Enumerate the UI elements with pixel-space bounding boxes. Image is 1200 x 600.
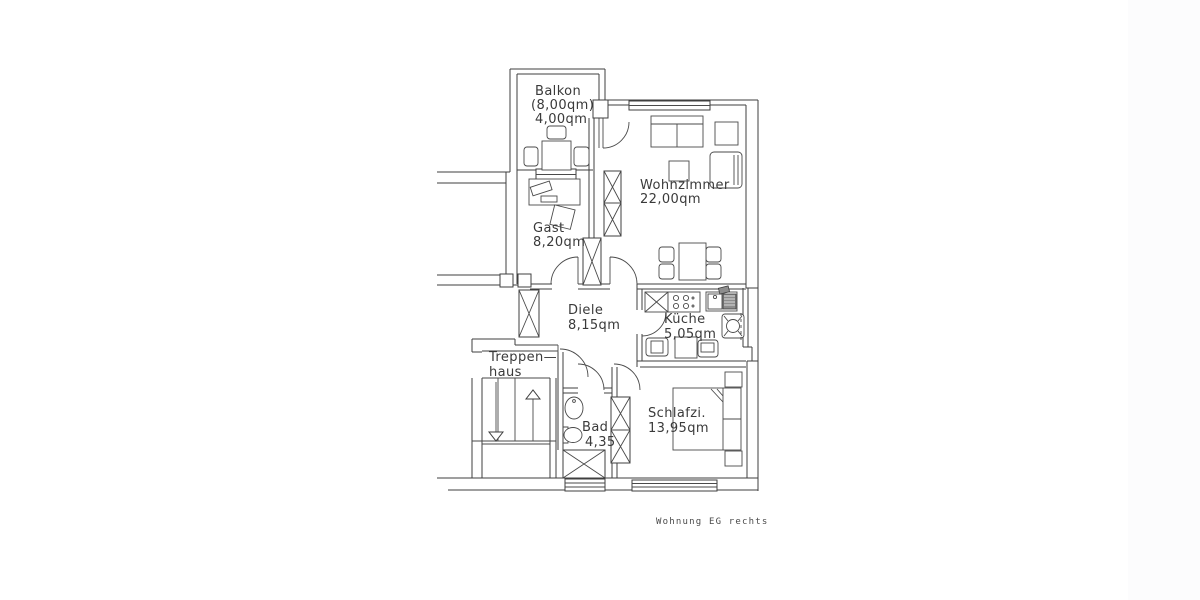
room-label-wohnzimmer-area: 22,00qm <box>640 192 701 207</box>
nightstand <box>724 450 743 467</box>
wall-piers <box>499 170 631 479</box>
side-table <box>714 121 739 146</box>
guest-room-door <box>550 256 579 285</box>
nightstand <box>724 371 743 388</box>
faucet <box>717 285 731 295</box>
pier-bedroom-left <box>610 396 631 464</box>
kitchen-fixtures <box>644 285 745 359</box>
kitchen-appliance <box>721 313 745 339</box>
room-label-wohnzimmer: Wohnzimmer <box>640 178 730 193</box>
shaft-below-bath <box>562 449 606 479</box>
bedroom-furniture <box>672 371 743 467</box>
dining-table <box>678 242 707 281</box>
bedroom-door <box>613 363 641 391</box>
staircase <box>472 377 556 445</box>
room-label-schlafzimmer-area: 13,95qm <box>648 421 709 436</box>
bathroom-door <box>577 363 605 391</box>
balcony-door-frame <box>592 99 609 119</box>
column <box>499 273 514 288</box>
room-label-gast-area: 8,20qm <box>533 235 585 250</box>
room-label-schlafzimmer: Schlafzi. <box>648 406 706 421</box>
living-room-furniture <box>650 115 743 281</box>
bathroom-window <box>564 478 606 492</box>
room-label-bad: Bad <box>582 420 608 435</box>
pier-diele-west <box>518 289 540 338</box>
room-label-treppenhaus-2: haus <box>489 365 522 380</box>
plan-caption: Wohnung EG rechts <box>656 517 769 527</box>
bedroom-window <box>631 479 718 492</box>
dining-chair <box>705 263 722 280</box>
dining-chair <box>658 246 675 263</box>
dining-chair <box>705 246 722 263</box>
coffee-table <box>668 160 690 182</box>
room-label-gast: Gast <box>533 221 565 236</box>
entrance-door <box>559 348 589 378</box>
room-label-diele-area: 8,15qm <box>568 318 620 333</box>
guest-room-furniture <box>528 178 581 230</box>
room-label-balkon-area: 4,00qm <box>535 112 587 127</box>
room-label-kueche-area: 5,05qm <box>664 327 716 342</box>
balcony-furniture <box>523 125 590 171</box>
kitchen-door <box>641 311 667 337</box>
room-label-treppenhaus-1: Treppen— <box>488 350 557 365</box>
room-label-balkon-note: (8,00qm) <box>531 98 594 113</box>
room-label-bad-area: 4,35 <box>585 435 616 450</box>
bathroom-fixtures <box>563 396 584 444</box>
balcony-door <box>598 118 630 149</box>
room-label-kueche: Küche <box>664 312 706 327</box>
scan-edge <box>1128 0 1200 600</box>
sink-basin <box>707 293 723 310</box>
doors <box>550 118 667 391</box>
living-room-door <box>609 256 638 285</box>
stair-arrow-down-head <box>487 431 505 442</box>
stove <box>667 291 701 313</box>
room-label-balkon: Balkon <box>535 84 581 99</box>
washbasin <box>564 396 584 420</box>
column <box>517 273 532 288</box>
room-labels: Balkon (8,00qm) 4,00qm Wohnzimmer 22,00q… <box>488 84 730 450</box>
toilet <box>563 427 583 443</box>
windows <box>535 99 718 492</box>
dining-chair <box>658 263 675 280</box>
pier-livingroom-left <box>603 170 622 237</box>
room-label-diele: Diele <box>568 303 603 318</box>
kitchen-table <box>674 336 698 359</box>
stair-arrow-up-head <box>524 389 542 400</box>
pier-diele-north <box>582 237 602 286</box>
